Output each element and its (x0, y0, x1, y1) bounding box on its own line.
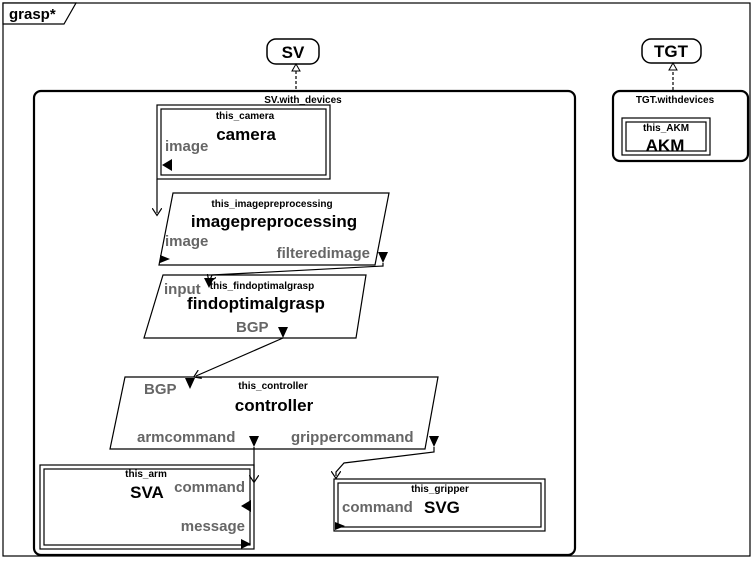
akm-instance-label: this_AKM (643, 123, 689, 134)
gripper-port-command[interactable] (335, 522, 345, 530)
imagepreprocessing-name-label: imagepreprocessing (191, 212, 357, 231)
arm-name-label: SVA (130, 483, 164, 502)
connectors (157, 179, 435, 480)
findoptimalgrasp-name-label: findoptimalgrasp (187, 294, 325, 313)
arm-instance-label: this_arm (125, 469, 167, 480)
gripper-instance-label: this_gripper (411, 484, 469, 495)
connector-filteredimage-to-input (210, 263, 384, 280)
imagepreprocessing-port-image-label: image (165, 233, 208, 250)
imagepreprocessing-instance-label: this_imagepreprocessing (211, 199, 332, 210)
gripper-block[interactable]: this_gripper command SVG (333, 478, 546, 532)
connector-bgp-to-controller (196, 337, 284, 376)
arm-port-message-label: message (181, 518, 245, 535)
camera-block[interactable]: this_camera camera image (156, 104, 331, 180)
tgt-generalization-head (668, 61, 678, 71)
controller-port-bgp-label: BGP (144, 381, 177, 398)
findoptimalgrasp-port-bgp[interactable] (278, 327, 288, 338)
controller-port-bgp[interactable] (185, 378, 195, 389)
findoptimalgrasp-port-bgp-label: BGP (236, 319, 269, 336)
tgt-container-title: TGT.withdevices (636, 95, 715, 106)
arm-port-message[interactable] (241, 539, 251, 549)
imagepreprocessing-port-image[interactable] (160, 255, 170, 263)
camera-port-image[interactable] (162, 159, 172, 171)
findoptimalgrasp-block[interactable]: this_findoptimalgrasp findoptimalgrasp i… (143, 274, 367, 339)
imagepreprocessing-port-filteredimage-label: filteredimage (277, 245, 370, 262)
sv-generalization-head (291, 62, 301, 72)
tgt-stereotype[interactable]: TGT (641, 38, 702, 64)
imagepreprocessing-block[interactable]: this_imagepreprocessing imagepreprocessi… (158, 192, 390, 266)
akm-name-label: AKM (646, 136, 685, 155)
controller-port-grippercommand-label: grippercommand (291, 429, 414, 446)
sv-stereotype-label: SV (282, 43, 305, 62)
findoptimalgrasp-instance-label: this_findoptimalgrasp (210, 281, 314, 292)
frame-title: grasp* (9, 6, 56, 23)
arm-block[interactable]: this_arm SVA command message (39, 464, 255, 550)
gripper-name-label: SVG (424, 498, 460, 517)
connector-grippercommand-to-gripper (336, 447, 435, 476)
akm-block[interactable]: this_AKM AKM (621, 117, 711, 156)
controller-port-armcommand[interactable] (249, 436, 259, 447)
gripper-port-command-label: command (342, 499, 413, 516)
camera-port-image-label: image (165, 138, 208, 155)
camera-instance-label: this_camera (216, 111, 275, 122)
controller-name-label: controller (235, 396, 314, 415)
sv-stereotype[interactable]: SV (266, 38, 320, 65)
imagepreprocessing-port-filteredimage[interactable] (378, 252, 388, 263)
camera-name-label: camera (216, 125, 276, 144)
tgt-stereotype-label: TGT (654, 42, 689, 61)
sv-container-title: SV.with_devices (264, 95, 342, 106)
controller-block[interactable]: this_controller controller BGP armcomman… (109, 376, 439, 450)
findoptimalgrasp-port-input-label: input (164, 281, 201, 298)
controller-port-grippercommand[interactable] (429, 436, 439, 447)
arm-port-command-label: command (174, 479, 245, 496)
arm-port-command[interactable] (241, 500, 251, 512)
controller-instance-label: this_controller (238, 381, 308, 392)
controller-port-armcommand-label: armcommand (137, 429, 235, 446)
